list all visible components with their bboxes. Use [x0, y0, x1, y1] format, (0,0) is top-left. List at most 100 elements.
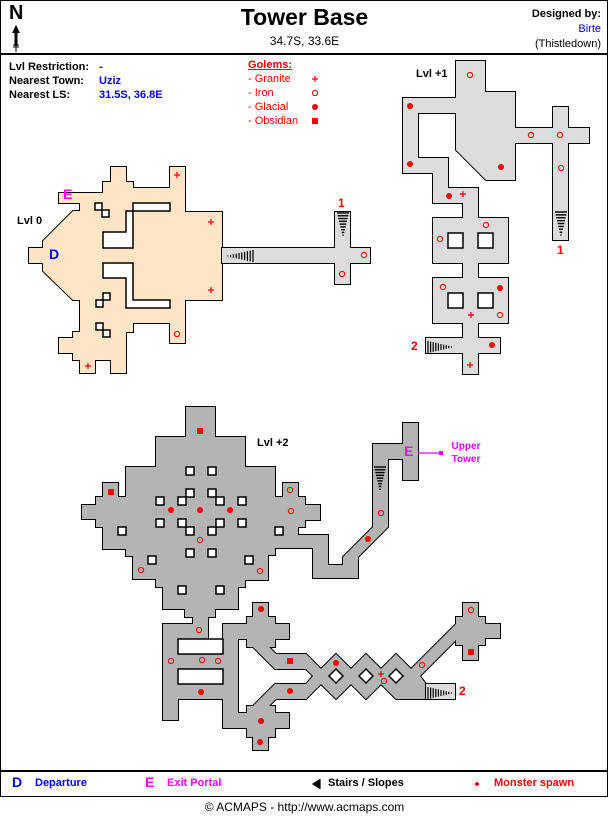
golem-iron: - Iron	[248, 87, 274, 99]
iron-golem-spawn-icon	[527, 131, 535, 139]
wall-block	[207, 466, 217, 476]
iron-golem-spawn-icon	[137, 566, 145, 574]
glacial-golem-spawn-icon	[365, 536, 371, 542]
glacial-golem-spawn-icon	[258, 606, 264, 612]
level-0-label: Lvl 0	[17, 215, 43, 227]
wall-block	[177, 496, 187, 506]
wall-block	[101, 209, 110, 218]
granite-golem-spawn-icon	[208, 287, 214, 293]
obsidian-golem-spawn-icon	[468, 649, 474, 655]
wall-block	[387, 667, 405, 685]
wall-block	[95, 299, 104, 308]
level-2-area	[456, 603, 500, 660]
server-name: (Thistledown)	[534, 38, 601, 50]
wall-block	[117, 526, 127, 536]
granite-golem-spawn-icon	[85, 363, 91, 369]
stair-2-label-lvl2: 2	[459, 684, 466, 698]
copyright[interactable]: © ACMAPS - http://www.acmaps.com	[204, 800, 405, 814]
glacial-golem-spawn-icon	[168, 507, 174, 513]
exit-portal-lvl2[interactable]: E	[404, 443, 414, 459]
level-2-area	[247, 637, 275, 647]
header-divider	[0, 53, 608, 55]
iron-golem-spawn-icon	[418, 661, 426, 669]
wall-block	[447, 232, 464, 249]
level-2-area	[247, 706, 275, 715]
lvl-restriction-value: -	[99, 61, 103, 73]
glacial-golem-spawn-icon	[312, 104, 318, 110]
wall-block	[147, 555, 157, 565]
wall-block	[155, 496, 165, 506]
designer-name[interactable]: Birte	[578, 23, 601, 35]
granite-golem-spawn-icon	[468, 312, 474, 318]
stair-1-label-lvl1: 1	[557, 243, 564, 257]
legend-departure-symbol: D	[12, 774, 23, 790]
level-2-area	[253, 684, 313, 706]
legend-exit: Exit Portal	[167, 777, 222, 789]
exit-portal-lvl0[interactable]: E	[63, 186, 73, 202]
obsidian-golem-spawn-icon	[287, 658, 293, 664]
iron-golem-spawn-icon	[287, 507, 295, 515]
glacial-golem-spawn-icon	[407, 161, 413, 167]
departure-marker[interactable]: D	[49, 246, 60, 262]
level-2-area	[247, 726, 275, 737]
level-2-area	[247, 617, 275, 626]
wall-block	[177, 668, 224, 685]
wall-block	[274, 526, 284, 536]
wall-block	[207, 526, 217, 536]
granite-golem-spawn-icon	[467, 362, 473, 368]
obsidian-golem-spawn-icon	[108, 489, 114, 495]
nearest-town-label: Nearest Town:	[9, 75, 84, 87]
nearest-ls-label: Nearest LS:	[9, 89, 71, 101]
level-2-area	[193, 615, 208, 625]
wall-block	[102, 292, 111, 301]
wall-block	[185, 526, 195, 536]
iron-golem-spawn-icon	[436, 235, 444, 243]
wall-block	[237, 518, 247, 528]
designed-by-label: Designed by:	[531, 8, 601, 20]
legend-exit-symbol: E	[145, 774, 155, 790]
wall-block	[185, 488, 195, 498]
level-2-area	[163, 624, 178, 720]
glacial-golem-spawn-icon	[333, 660, 339, 666]
level-0-corridor	[222, 212, 370, 284]
iron-golem-spawn-icon	[482, 221, 490, 229]
wall-block	[215, 518, 225, 528]
level-2-area	[185, 607, 215, 617]
golem-glacial: - Glacial	[248, 101, 289, 113]
iron-golem-spawn-icon	[360, 251, 368, 259]
wall-block	[177, 638, 224, 655]
wall-block	[207, 488, 217, 498]
legend-stairs: Stairs / Slopes	[328, 777, 404, 789]
iron-golem-spawn-icon	[557, 164, 565, 172]
glacial-golem-spawn-icon	[497, 285, 503, 291]
wall-block	[207, 548, 217, 558]
glacial-golem-spawn-icon	[287, 688, 293, 694]
north-arrow-icon	[12, 25, 20, 46]
glacial-golem-spawn-icon	[227, 507, 233, 513]
iron-golem-spawn-icon	[173, 330, 181, 338]
wall-block	[327, 667, 345, 685]
obsidian-golem-spawn-icon	[197, 428, 203, 434]
iron-golem-spawn-icon	[196, 536, 204, 544]
wall-block	[447, 292, 464, 309]
page-title: Tower Base	[240, 4, 369, 30]
glacial-golem-spawn-icon	[258, 718, 264, 724]
iron-golem-spawn-icon	[311, 89, 319, 97]
wall-block	[155, 518, 165, 528]
glacial-golem-spawn-icon	[197, 507, 203, 513]
granite-golem-spawn-icon	[208, 219, 214, 225]
iron-golem-spawn-icon	[377, 509, 385, 517]
designer-block: Designed by: Birte (Thistledown)	[532, 7, 601, 52]
wall-block	[177, 585, 187, 595]
north-label: N	[9, 2, 24, 24]
level-2-area	[223, 624, 238, 728]
wall-block	[215, 496, 225, 506]
iron-golem-spawn-icon	[214, 657, 222, 665]
glacial-golem-spawn-icon	[198, 689, 204, 695]
iron-golem-spawn-icon	[466, 71, 474, 79]
wall-block	[102, 262, 171, 309]
level-2-area	[223, 713, 289, 728]
glacial-golem-spawn-icon	[257, 739, 263, 745]
legend-spawn-icon	[474, 781, 480, 787]
